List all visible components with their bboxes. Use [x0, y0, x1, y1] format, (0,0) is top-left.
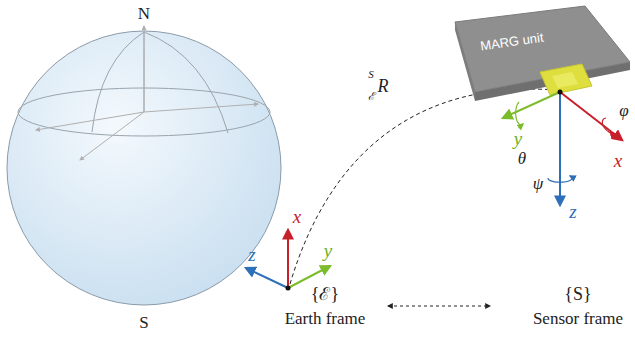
axis-label: y — [324, 241, 332, 260]
axis-label: z — [248, 245, 255, 264]
sensor-frame-axes — [503, 90, 622, 206]
frame-symbol: {ℰ} — [311, 285, 339, 303]
pole-label: S — [139, 314, 148, 331]
frame-name: Earth frame — [285, 310, 366, 327]
angle-label: ψ — [533, 175, 544, 192]
rotation-symbol: R — [378, 77, 389, 95]
earth-frame-axes — [246, 230, 330, 291]
pole-label: N — [138, 5, 150, 22]
frame-name: Sensor frame — [533, 310, 623, 327]
rotation-subscript: ℰ — [368, 91, 375, 102]
correspondence-arrow — [388, 306, 490, 307]
angle-label: φ — [619, 102, 628, 119]
frame-symbol: {S} — [564, 285, 591, 303]
axis-label: x — [614, 151, 622, 170]
globe — [7, 26, 281, 305]
marg-board — [455, 6, 630, 101]
rotation-arrow — [290, 89, 556, 284]
axis-label: z — [569, 202, 576, 221]
axis-label: x — [293, 207, 301, 226]
axis-label: y — [514, 129, 522, 148]
rotation-superscript: S — [368, 69, 374, 80]
angle-label: θ — [518, 150, 526, 167]
